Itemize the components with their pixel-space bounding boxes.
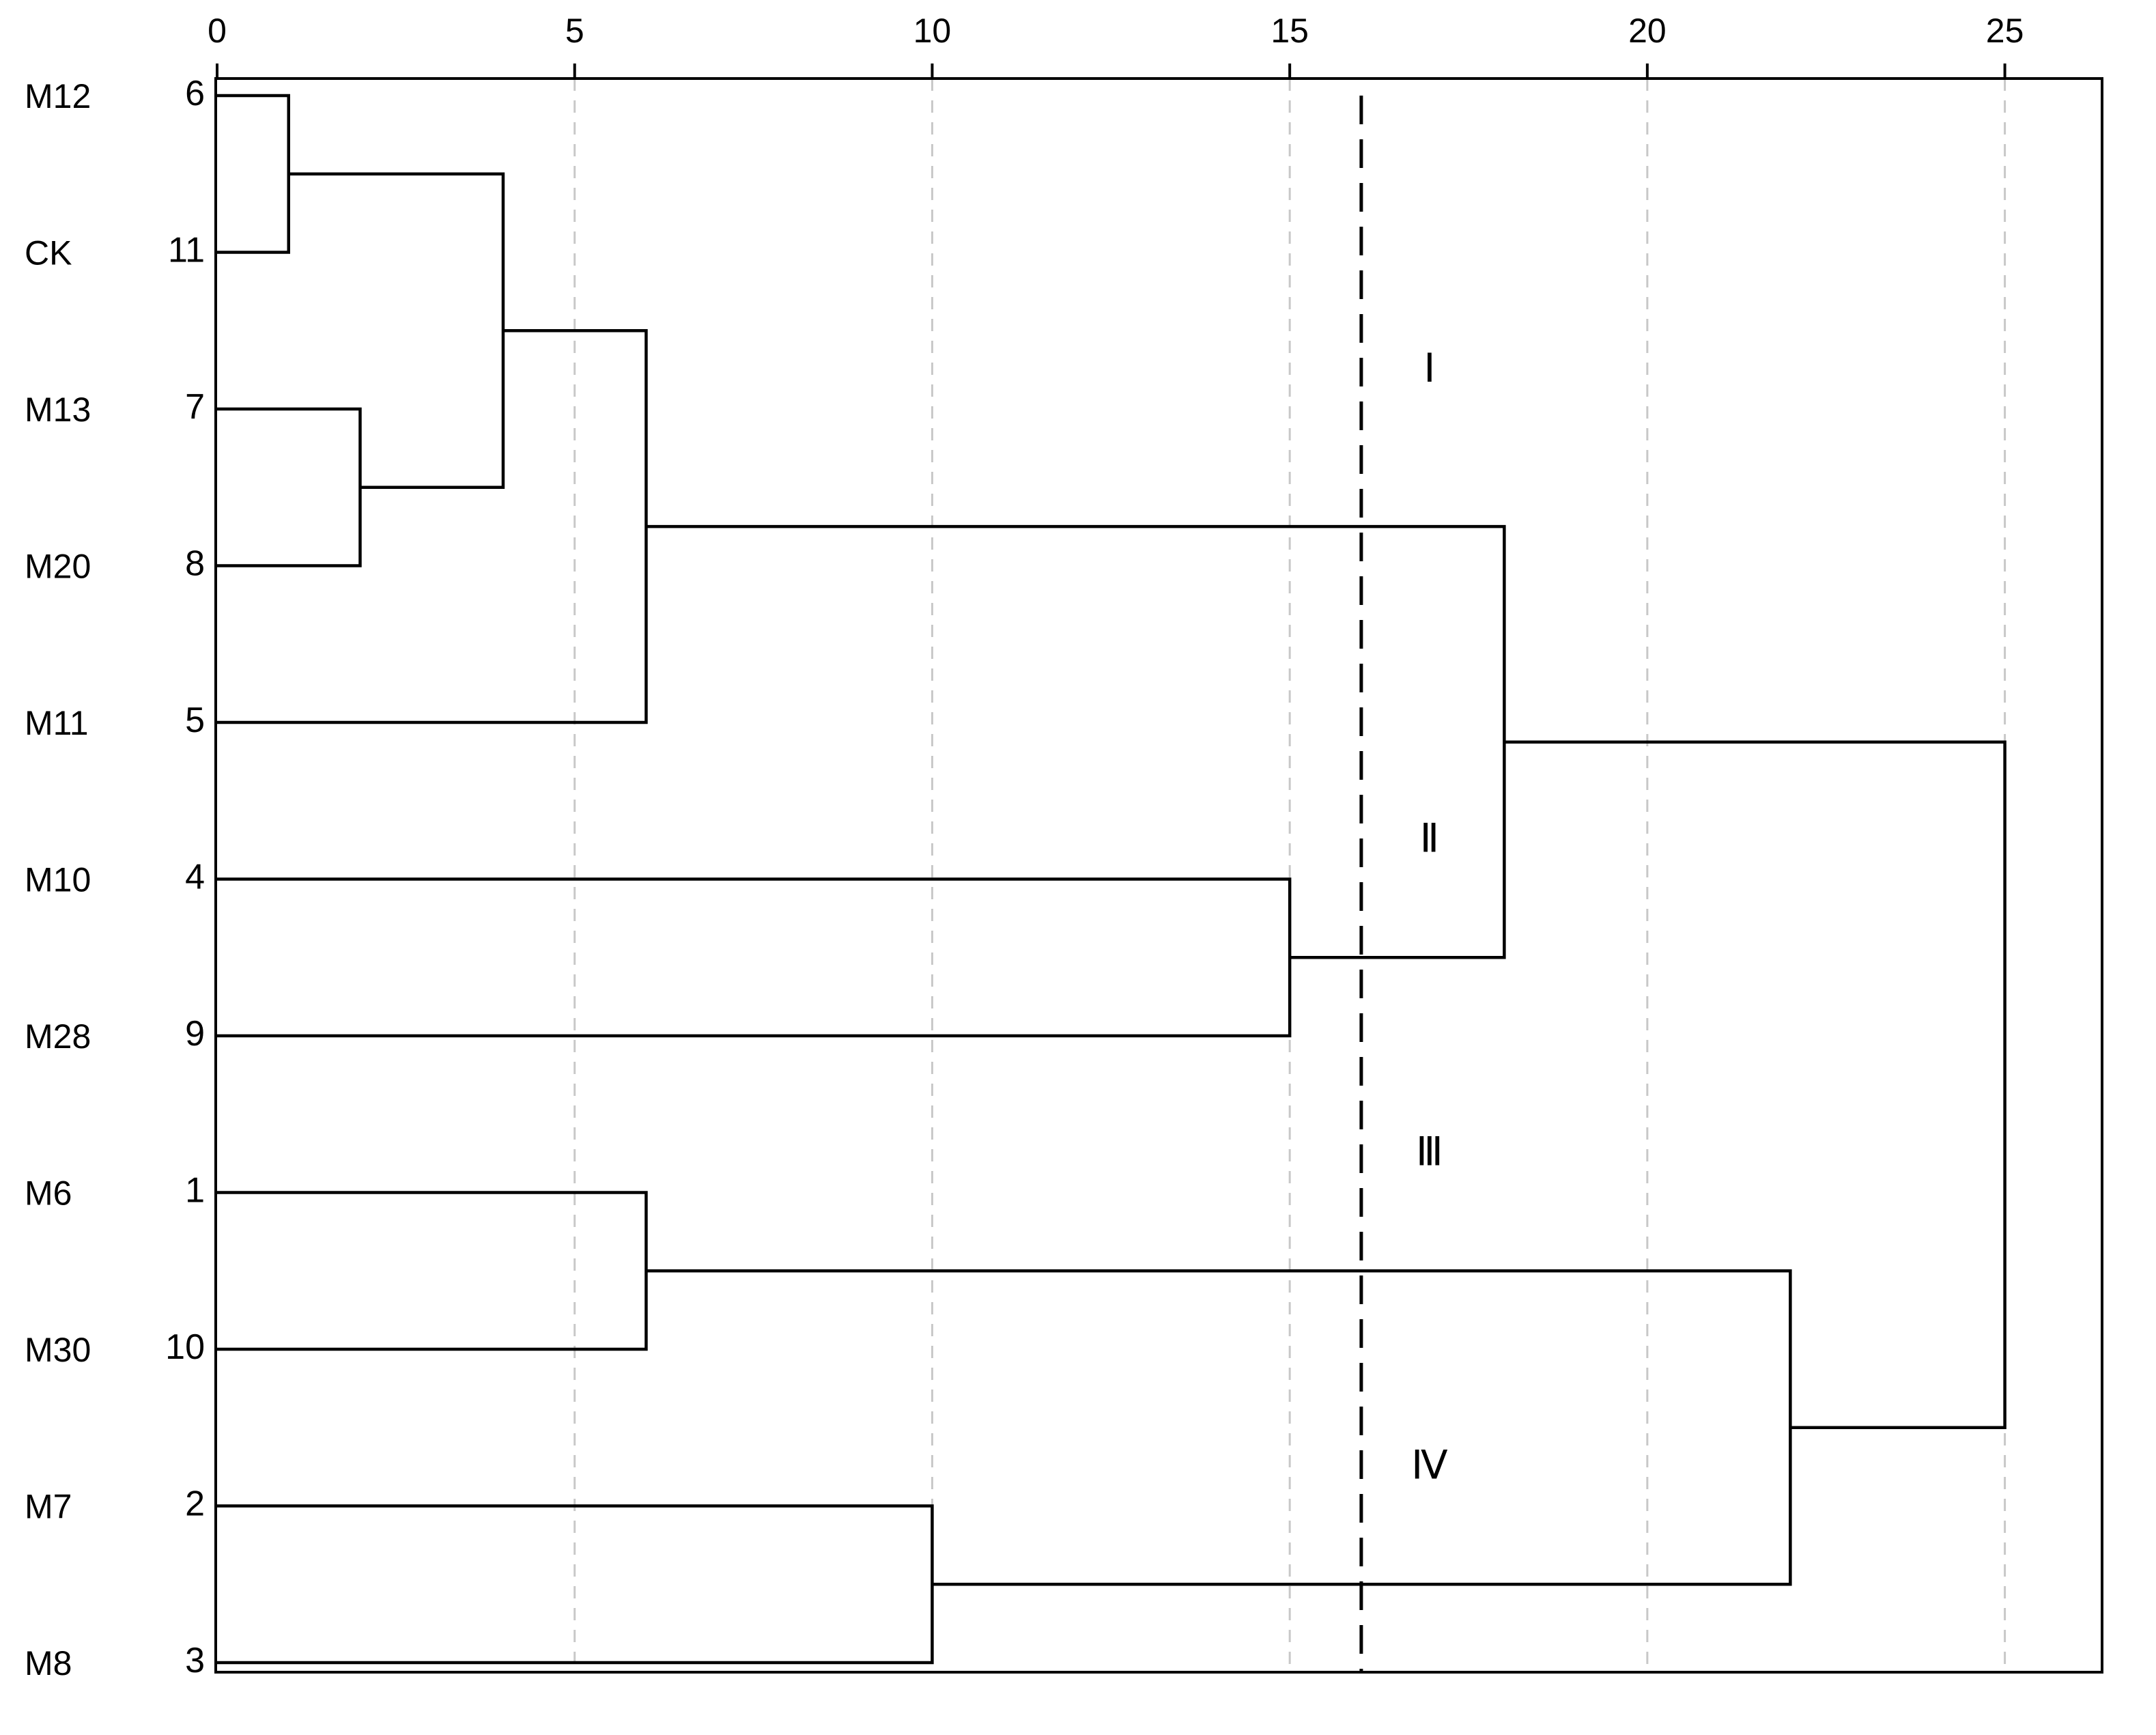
leaf-name-label: M6 [25,1174,72,1213]
dendrogram-branch [217,1191,648,1351]
cluster-label: Ⅰ [1423,346,1435,391]
plot-frame [214,77,2103,1674]
leaf-name-label: M20 [25,548,91,586]
dendrogram-branch [646,524,1506,959]
dendrogram-branch [217,94,290,254]
leaf-name-label: M7 [25,1488,72,1526]
leaf-id-label: 4 [185,858,205,897]
leaf-id-label: 7 [185,387,205,427]
leaf-name-label: M10 [25,861,91,899]
cluster-labels: Ⅰ Ⅱ Ⅲ Ⅳ [1411,346,1448,1488]
leaf-name-label: M13 [25,391,91,429]
x-tick-label: 15 [1271,12,1309,50]
dendrogram-branches [217,94,2006,1665]
leaf-id-label: 5 [185,701,205,740]
leaf-id-label: 11 [168,231,205,270]
leaf-id-label: 9 [185,1014,205,1054]
leaf-id-label: 2 [185,1484,205,1524]
x-tick-label: 10 [913,12,952,50]
leaf-id-label: 6 [185,74,205,113]
leaf-name-label: M30 [25,1331,91,1369]
dendrogram-branch [288,172,505,489]
leaf-name-label: M11 [25,704,89,742]
dendrogram-branch [646,1269,1792,1586]
leaf-id-label: 10 [165,1327,205,1367]
leaf-name-label: M12 [25,77,91,115]
x-tick-label: 25 [1986,12,2024,50]
x-axis: 0 5 10 15 20 25 [208,12,2024,79]
leaf-name-label: M8 [25,1644,72,1682]
x-tick-label: 5 [565,12,584,50]
leaf-id-label: 8 [185,544,205,584]
x-tick-label: 20 [1628,12,1666,50]
x-tick-label: 0 [208,12,227,50]
leaf-id-label: 3 [185,1641,205,1680]
dendrogram-branch [217,877,1292,1038]
cluster-label: Ⅱ [1420,817,1440,861]
cluster-label: Ⅳ [1411,1443,1448,1488]
cluster-label: Ⅲ [1416,1130,1443,1174]
dendrogram-branch [217,329,648,724]
dendrogram-branch [217,407,362,567]
leaf-name-label: M28 [25,1017,91,1056]
leaf-name-label: CK [25,234,72,272]
leaf-id-label: 1 [185,1171,205,1211]
dendrogram-branch [1504,740,2006,1429]
